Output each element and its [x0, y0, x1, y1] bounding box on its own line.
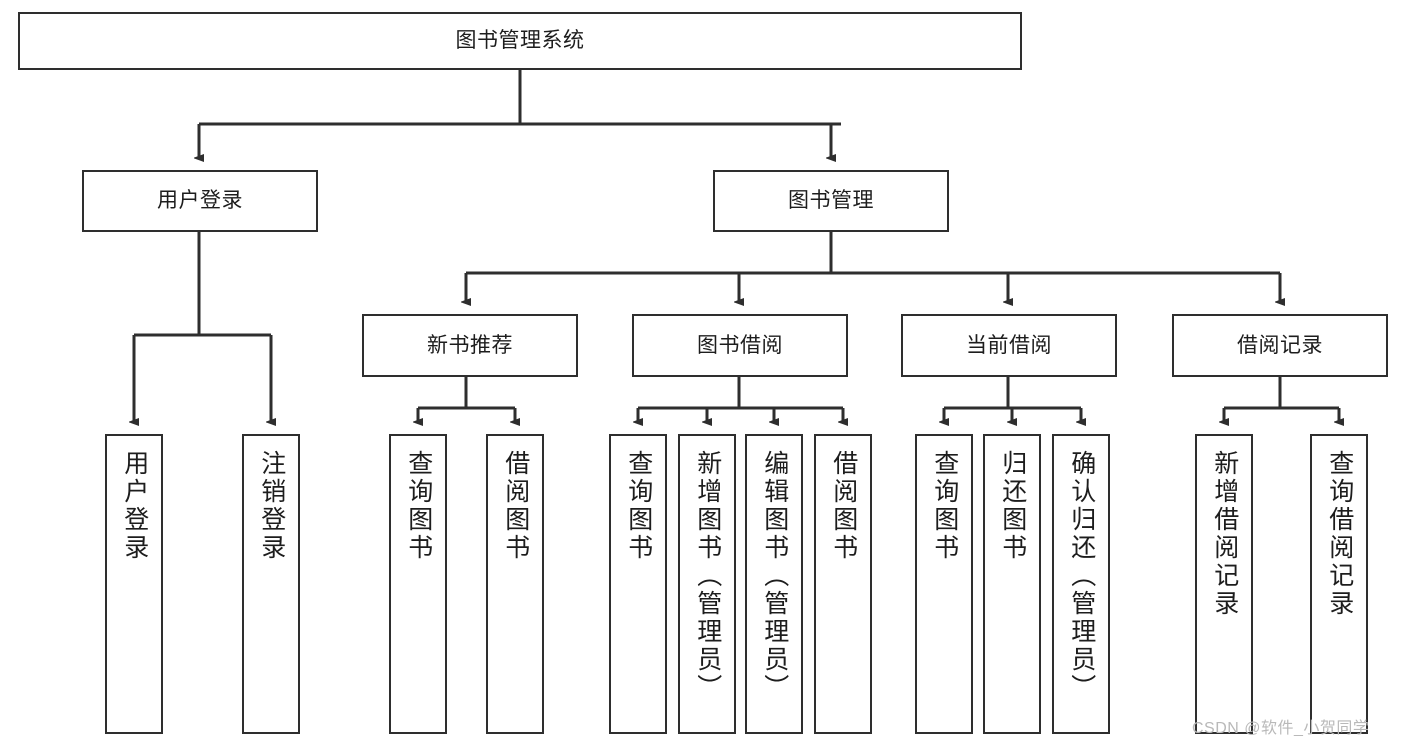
leaf-query-book-2[interactable]: 查询图书 [609, 434, 667, 734]
node-root-label: 图书管理系统 [455, 29, 585, 53]
leaf-borrow-book-2[interactable]: 借阅图书 [814, 434, 872, 734]
node-user-login[interactable]: 用户登录 [82, 170, 318, 232]
node-new-book-rec[interactable]: 新书推荐 [362, 314, 578, 377]
leaf-query-record-label: 查询借阅记录 [1325, 450, 1354, 618]
leaf-user-login-label: 用户登录 [120, 450, 149, 562]
node-book-manage-label: 图书管理 [788, 189, 874, 213]
leaf-logout[interactable]: 注销登录 [242, 434, 300, 734]
node-borrow-record[interactable]: 借阅记录 [1172, 314, 1388, 377]
leaf-borrow-book-1[interactable]: 借阅图书 [486, 434, 544, 734]
leaf-borrow-book-2-label: 借阅图书 [829, 450, 858, 562]
leaf-confirm-return[interactable]: 确认归还（管理员） [1052, 434, 1110, 734]
watermark: CSDN @软件_小贺同学 [1192, 720, 1370, 737]
node-current-borrow-label: 当前借阅 [966, 333, 1052, 357]
node-book-borrow[interactable]: 图书借阅 [632, 314, 848, 377]
leaf-add-book[interactable]: 新增图书（管理员） [678, 434, 736, 734]
node-new-book-rec-label: 新书推荐 [427, 333, 513, 357]
leaf-query-book-3[interactable]: 查询图书 [915, 434, 973, 734]
leaf-return-book-label: 归还图书 [998, 450, 1027, 562]
leaf-query-book-1[interactable]: 查询图书 [389, 434, 447, 734]
leaf-edit-book-label: 编辑图书（管理员） [760, 450, 789, 702]
node-book-borrow-label: 图书借阅 [697, 333, 783, 357]
leaf-query-book-1-label: 查询图书 [404, 450, 433, 562]
leaf-query-book-3-label: 查询图书 [930, 450, 959, 562]
leaf-add-book-label: 新增图书（管理员） [693, 450, 722, 702]
leaf-user-login[interactable]: 用户登录 [105, 434, 163, 734]
leaf-query-record[interactable]: 查询借阅记录 [1310, 434, 1368, 734]
node-borrow-record-label: 借阅记录 [1237, 333, 1323, 357]
leaf-logout-label: 注销登录 [257, 450, 286, 562]
leaf-return-book[interactable]: 归还图书 [983, 434, 1041, 734]
node-root[interactable]: 图书管理系统 [18, 12, 1022, 70]
leaf-add-record[interactable]: 新增借阅记录 [1195, 434, 1253, 734]
node-book-manage[interactable]: 图书管理 [713, 170, 949, 232]
leaf-borrow-book-1-label: 借阅图书 [501, 450, 530, 562]
leaf-confirm-return-label: 确认归还（管理员） [1067, 450, 1096, 702]
leaf-query-book-2-label: 查询图书 [624, 450, 653, 562]
leaf-edit-book[interactable]: 编辑图书（管理员） [745, 434, 803, 734]
node-current-borrow[interactable]: 当前借阅 [901, 314, 1117, 377]
leaf-add-record-label: 新增借阅记录 [1210, 450, 1239, 618]
node-user-login-label: 用户登录 [157, 189, 243, 213]
